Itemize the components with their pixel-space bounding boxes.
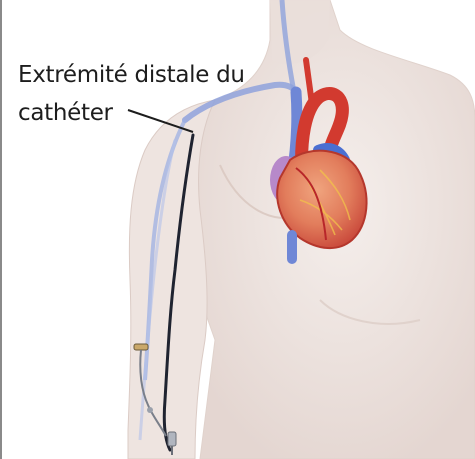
catheter-tip-label: Extrémité distale du cathéter [18,56,245,132]
catheter-clamp [134,344,148,350]
label-line-1: Extrémité distale du [18,56,245,94]
label-line-2: cathéter [18,94,245,132]
catheter-hub [147,407,153,413]
catheter-connector [168,432,176,446]
